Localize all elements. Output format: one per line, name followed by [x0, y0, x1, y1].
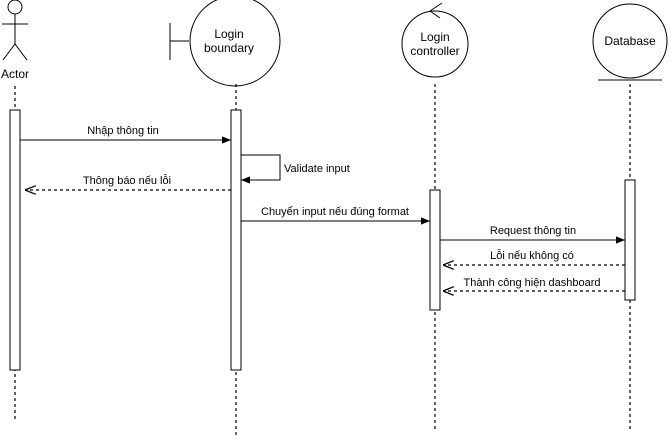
boundary-label-line2: boundary — [204, 41, 254, 55]
message-label-5: Request thông tin — [490, 225, 576, 237]
actor-icon — [2, 0, 28, 61]
actor-label: Actor — [1, 67, 29, 81]
message-label-2: Validate input — [284, 163, 350, 175]
boundary-icon — [169, 0, 281, 87]
message-label-3: Thông báo nếu lỗi — [83, 174, 171, 187]
database-label: Database — [604, 34, 656, 48]
message-label-4: Chuyển input nếu đúng format — [261, 206, 409, 218]
message-label-1: Nhập thông tin — [87, 125, 159, 137]
database-activation — [624, 179, 636, 301]
actor-activation — [9, 109, 21, 371]
boundary-label-line1: Login — [214, 27, 243, 41]
controller-icon — [401, 2, 469, 78]
database-icon — [592, 3, 668, 81]
boundary-activation — [230, 109, 242, 371]
controller-activation — [429, 189, 441, 311]
message-label-7: Thành công hiện dashboard — [464, 277, 601, 289]
message-arrow-2 — [241, 154, 281, 184]
message-label-6: Lỗi nếu không có — [490, 249, 574, 262]
controller-label-line1: Login — [420, 30, 449, 44]
controller-label-line2: controller — [410, 44, 459, 58]
